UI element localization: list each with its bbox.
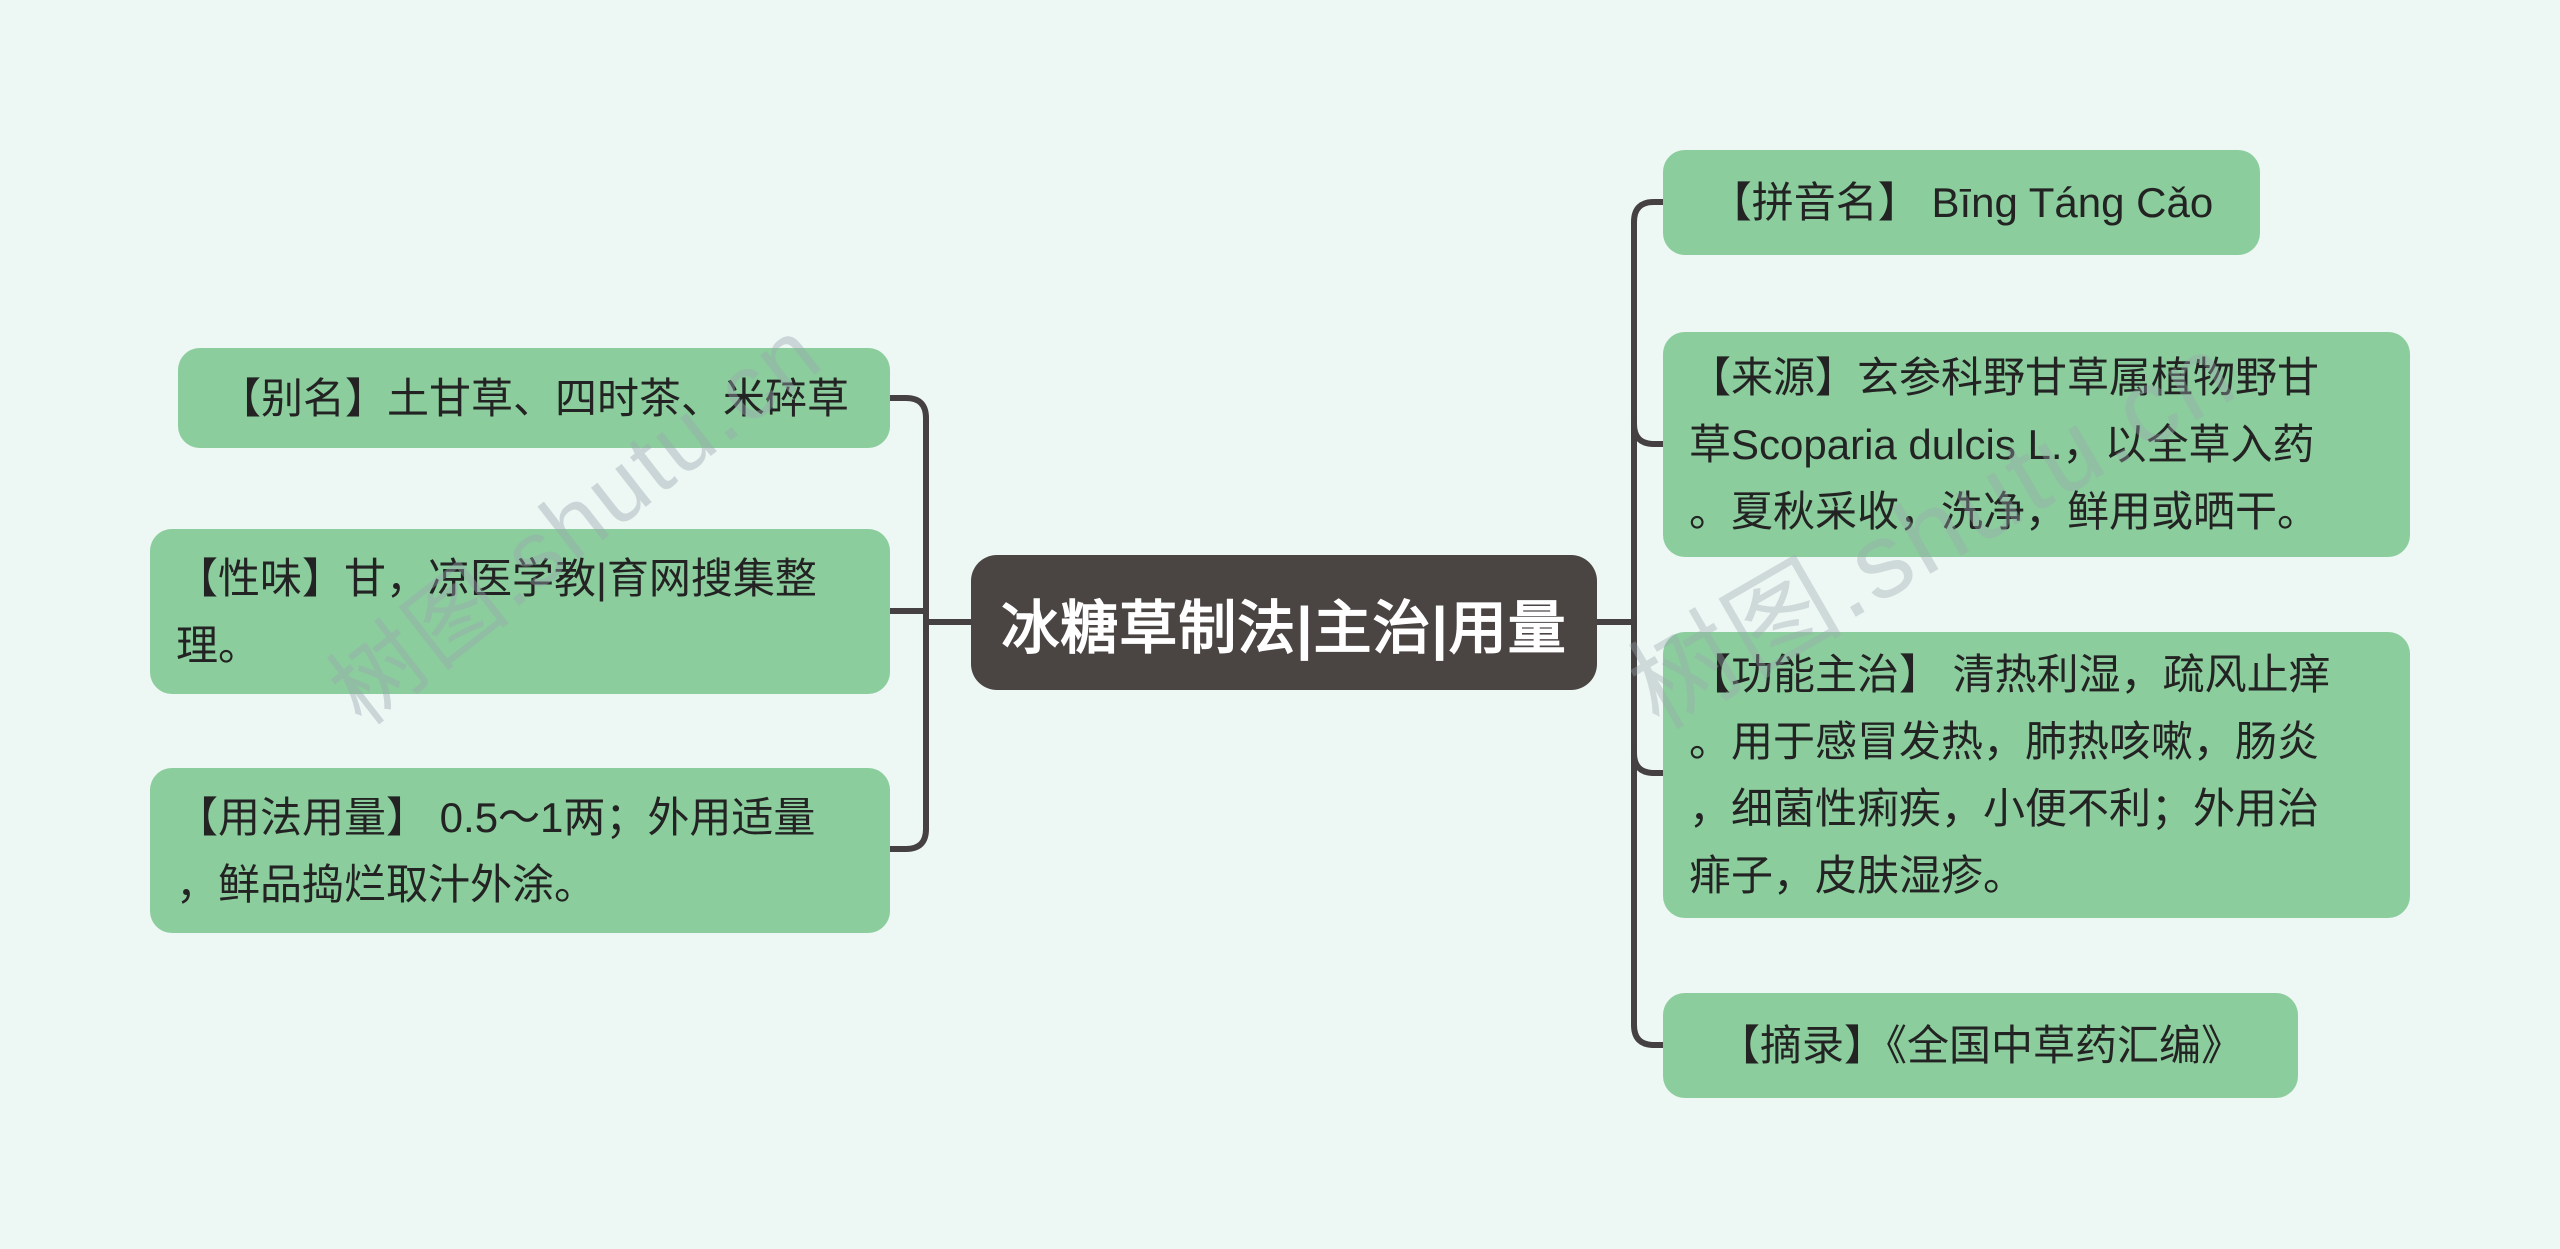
branch-node-pinyinming[interactable]: 【拼音名】 Bīng Táng Cǎo (1663, 150, 2260, 255)
branch-node-gongnengzhuzhi[interactable]: 【功能主治】 清热利湿，疏风止痒 。用于感冒发热，肺热咳嗽，肠炎 ，细菌性痢疾，… (1663, 632, 2410, 918)
left-bus-line (887, 395, 929, 852)
branch-node-zhailu[interactable]: 【摘录】《全国中草药汇编》 (1663, 993, 2298, 1098)
right-laiyuan-connector (1631, 421, 1666, 447)
branch-node-laiyuan[interactable]: 【来源】玄参科野甘草属植物野甘 草Scoparia dulcis L.，以全草入… (1663, 332, 2410, 557)
branch-node-xingwei[interactable]: 【性味】甘，凉医学教|育网搜集整 理。 (150, 529, 890, 694)
branch-node-yongfayongliang[interactable]: 【用法用量】 0.5～1两；外用适量 ，鲜品捣烂取汁外涂。 (150, 768, 890, 933)
right-bus-line (1631, 199, 1666, 1048)
branch-node-bieming[interactable]: 【别名】土甘草、四时茶、米碎草 (178, 348, 890, 448)
center-topic-node[interactable]: 冰糖草制法|主治|用量 (971, 555, 1597, 690)
right-gongneng-connector (1631, 750, 1666, 776)
